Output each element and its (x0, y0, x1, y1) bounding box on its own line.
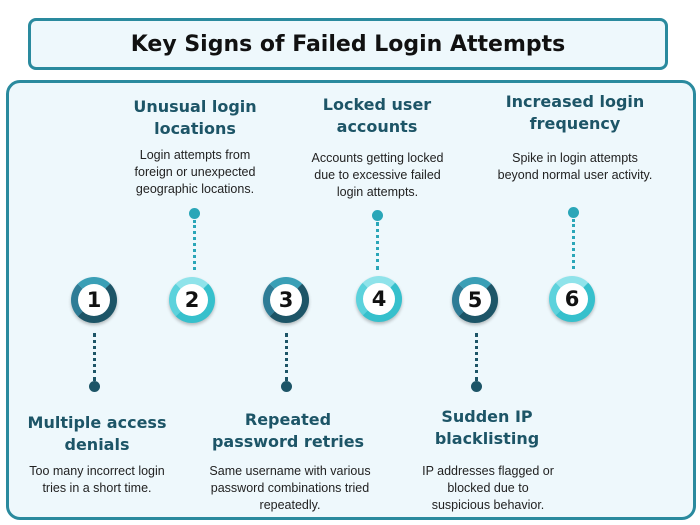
step-5-description: IP addresses flagged or blocked due to s… (422, 464, 554, 512)
step-5-number: 5 (467, 288, 483, 312)
title-banner: Key Signs of Failed Login Attempts (28, 18, 668, 70)
step-5-badge: 5 (452, 277, 498, 323)
step-3-number: 3 (278, 288, 294, 312)
step-2-number: 2 (184, 288, 200, 312)
step-5-connector-dot (471, 381, 482, 392)
step-6-heading: Increased login frequency (505, 92, 645, 133)
step-1-heading: Multiple access denials (27, 413, 167, 454)
step-6-connector-line (572, 219, 575, 269)
step-6-badge: 6 (549, 276, 595, 322)
step-1-number: 1 (86, 288, 102, 312)
step-1-connector-dot (89, 381, 100, 392)
step-2-description: Login attempts from foreign or unexpecte… (134, 148, 256, 196)
step-2-connector-dot (189, 208, 200, 219)
step-4-connector-dot (372, 210, 383, 221)
step-3-connector-dot (281, 381, 292, 392)
step-1-badge: 1 (71, 277, 117, 323)
step-3-description: Same username with various password comb… (209, 464, 371, 512)
page-title: Key Signs of Failed Login Attempts (130, 31, 566, 57)
step-6-number: 6 (564, 287, 580, 311)
step-2-connector-line (193, 220, 196, 270)
step-5-connector-line (475, 333, 478, 381)
step-4-description: Accounts getting locked due to excessive… (311, 151, 444, 199)
step-4-badge: 4 (356, 276, 402, 322)
step-6-description: Spike in login attempts beyond normal us… (497, 151, 653, 182)
step-4-number: 4 (371, 287, 387, 311)
step-3-badge: 3 (263, 277, 309, 323)
step-4-connector-line (376, 222, 379, 270)
step-1-connector-line (93, 333, 96, 381)
step-4-heading: Locked user accounts (322, 95, 432, 136)
step-2-badge: 2 (169, 277, 215, 323)
step-5-heading: Sudden IP blacklisting (434, 407, 540, 448)
step-1-description: Too many incorrect login tries in a shor… (29, 464, 165, 495)
step-3-connector-line (285, 333, 288, 381)
step-6-connector-dot (568, 207, 579, 218)
step-3-heading: Repeated password retries (211, 410, 365, 451)
step-2-heading: Unusual login locations (133, 97, 257, 138)
